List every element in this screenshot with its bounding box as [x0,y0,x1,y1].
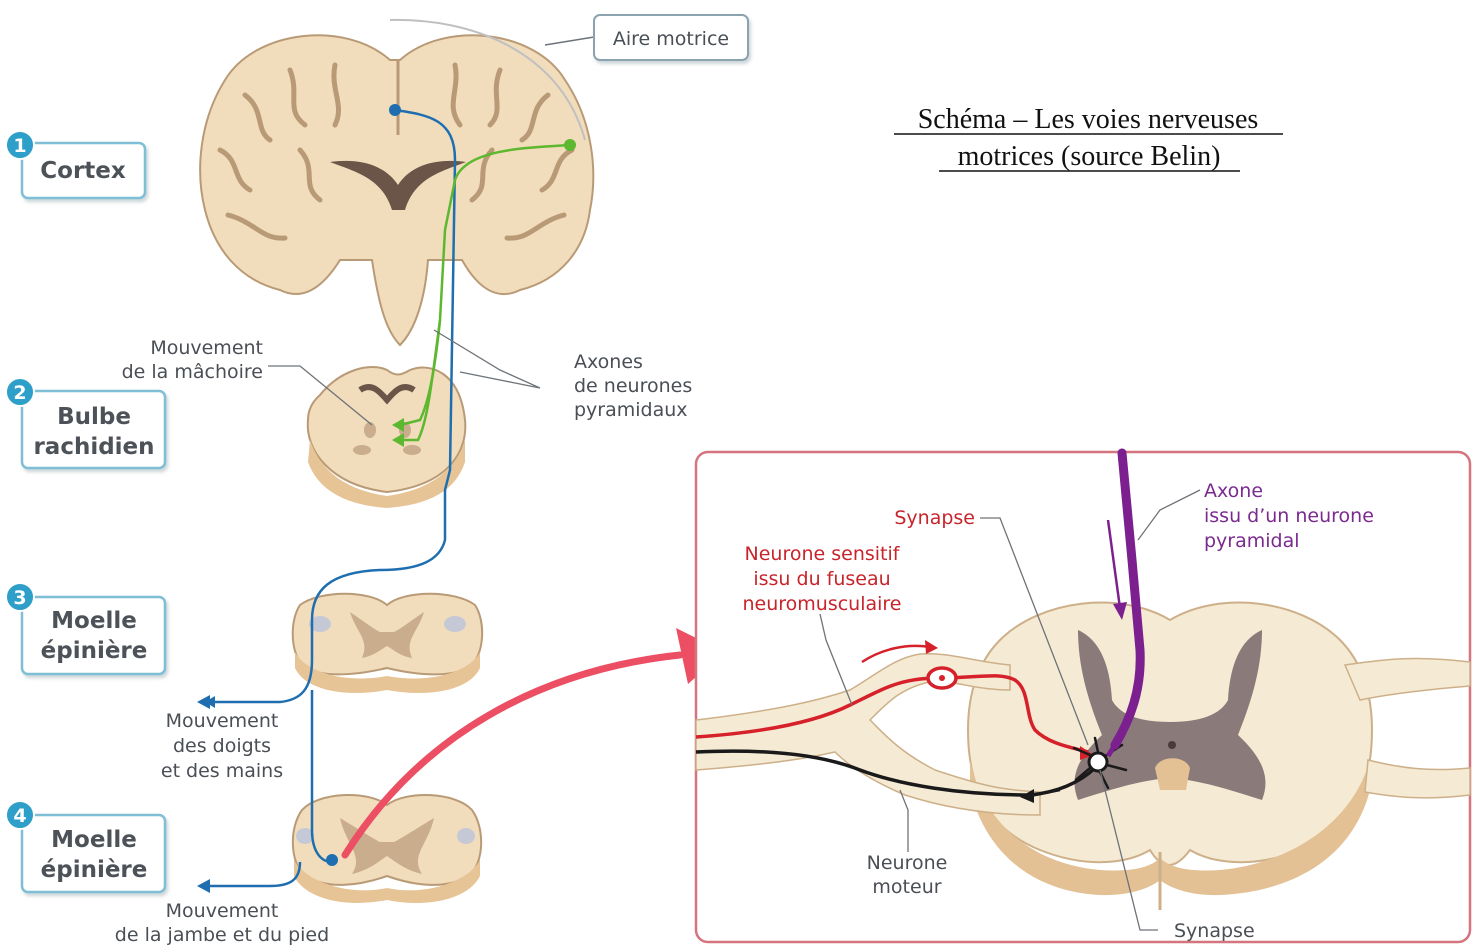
doigts-callout: Mouvement des doigts et des mains [161,710,283,782]
detail-panel: Synapse Neurone sensitif issu du fuseau … [696,452,1470,942]
level-box-1: 1 Cortex [6,131,145,198]
doigts-line-3: et des mains [161,760,283,782]
sensitif-line-3: neuromusculaire [742,593,901,615]
level-3-line-2: épinière [41,638,148,664]
sensitif-line-2: issu du fuseau [753,568,890,590]
level-2-line-2: rachidien [33,434,154,460]
level-box-3: 3 Moelle épinière [6,583,165,674]
level-2-line-1: Bulbe [57,404,131,430]
synapse-top-label: Synapse [894,507,975,529]
level-number-2: 2 [13,382,26,404]
level-number-4: 4 [13,805,26,827]
moteur-line-1: Neurone [867,852,948,874]
level-1-line-1: Cortex [40,158,126,184]
jambe-callout: Mouvement de la jambe et du pied [115,900,329,946]
level-box-2: 2 Bulbe rachidien [6,378,165,468]
title-line-2: motrices (source Belin) [958,141,1221,172]
axones-line-2: de neurones [574,375,692,397]
title-line-1: Schéma – Les voies nerveuses [918,104,1259,135]
axone-line-2: issu d’un neurone [1204,505,1374,527]
axones-line-1: Axones [574,351,643,373]
machoire-callout: Mouvement de la mâchoire [122,337,263,383]
level-number-3: 3 [13,587,26,609]
jambe-line-1: Mouvement [166,900,279,922]
level-box-4: 4 Moelle épinière [6,801,165,892]
level-4-line-1: Moelle [51,827,137,853]
axone-line-3: pyramidal [1204,530,1300,552]
machoire-line-1: Mouvement [150,337,263,359]
moelle-section-3 [293,594,482,693]
axones-callout: Axones de neurones pyramidaux [574,351,692,421]
moteur-line-2: moteur [872,876,941,898]
jambe-line-2: de la jambe et du pied [115,924,329,946]
moelle-section-4 [293,795,481,903]
level-4-line-2: épinière [41,857,148,883]
synapse-bottom-label: Synapse [1174,920,1255,942]
figure-title: Schéma – Les voies nerveuses motrices (s… [894,104,1283,172]
machoire-line-2: de la mâchoire [122,361,263,383]
level-3-line-1: Moelle [51,608,137,634]
aire-motrice-label: Aire motrice [613,28,729,50]
brain-coronal-section [200,35,593,345]
sensitif-label: Neurone sensitif issu du fuseau neuromus… [742,543,901,615]
bulbe-rachidien-section [308,367,466,508]
level-number-1: 1 [13,135,26,157]
sensitif-line-1: Neurone sensitif [745,543,901,565]
axone-line-1: Axone [1204,480,1263,502]
doigts-line-1: Mouvement [166,710,279,732]
axones-line-3: pyramidaux [574,399,688,421]
doigts-line-2: des doigts [173,735,271,757]
